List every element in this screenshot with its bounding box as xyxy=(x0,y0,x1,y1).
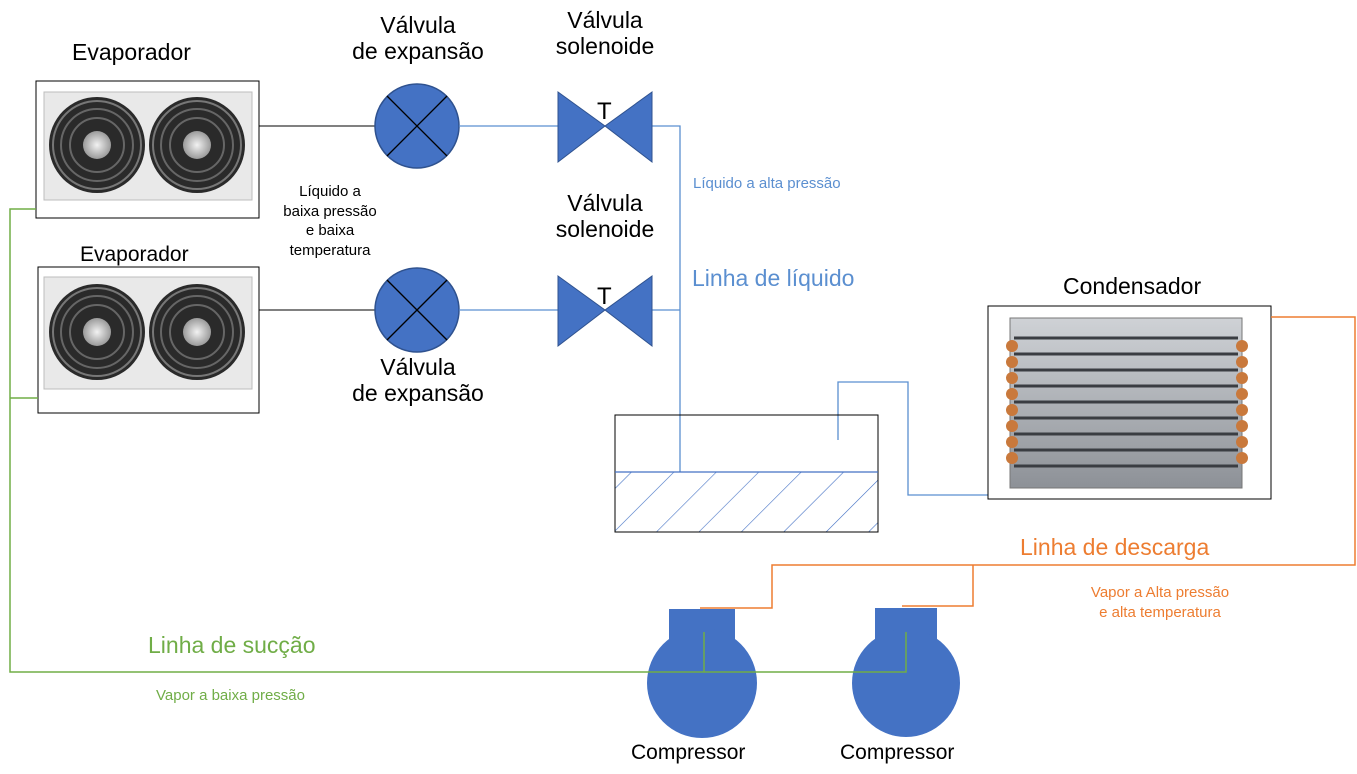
low-pressure-vapor-label: Vapor a baixa pressão xyxy=(156,687,305,704)
low-pressure-liquid-label: Líquido a baixa pressão e baixa temperat… xyxy=(270,182,390,260)
high-pressure-vapor-label: Vapor a Alta pressão e alta temperatura xyxy=(1065,583,1255,622)
expansion-valve-top xyxy=(374,83,460,169)
liquid-receiver xyxy=(614,414,879,533)
expansion-valve-top-line2: de expansão xyxy=(352,38,484,65)
compressor-1-label: Compressor xyxy=(631,741,746,764)
expansion-valve-bottom xyxy=(374,267,460,353)
solenoid-symbol-bottom: T xyxy=(597,283,612,310)
solenoid-valve-top xyxy=(557,91,653,164)
low-pressure-liquid-line1: Líquido a xyxy=(299,183,361,200)
high-pressure-vapor-line2: e alta temperatura xyxy=(1099,603,1221,621)
solenoid-valve-bottom-line1: Válvula xyxy=(567,190,643,216)
suction-line xyxy=(9,208,907,673)
condenser xyxy=(987,305,1272,500)
high-pressure-vapor-line1: Vapor a Alta pressão xyxy=(1090,584,1230,601)
high-pressure-liquid-label: Líquido a alta pressão xyxy=(693,175,841,192)
expansion-valve-top-label: Válvula de expansão xyxy=(343,12,493,65)
suction-line-label: Linha de sucção xyxy=(148,632,316,658)
condenser-label: Condensador xyxy=(1063,273,1202,299)
fan-icon xyxy=(49,97,145,193)
expansion-valve-bottom-label: Válvula de expansão xyxy=(343,354,493,407)
fan-icon xyxy=(149,284,245,380)
fan-icon xyxy=(149,97,245,193)
compressor-2-label: Compressor xyxy=(840,741,955,764)
low-pressure-liquid-line3: e baixa xyxy=(305,222,355,239)
expansion-valve-bottom-line2: de expansão xyxy=(352,380,484,407)
evaporator-top xyxy=(35,80,260,219)
compressor-1 xyxy=(647,609,757,738)
evaporator-top-label: Evaporador xyxy=(72,39,191,65)
solenoid-valve-bottom xyxy=(557,275,653,348)
evaporator-bottom-label: Evaporador xyxy=(80,243,189,266)
expansion-valve-bottom-line1: Válvula xyxy=(380,354,456,380)
solenoid-symbol-top: T xyxy=(597,98,612,125)
discharge-line xyxy=(700,316,1356,609)
liquid-line-label: Linha de líquido xyxy=(692,265,855,291)
expansion-valve-top-line1: Válvula xyxy=(380,12,456,38)
low-pressure-liquid-line4: temperatura xyxy=(289,241,371,259)
solenoid-valve-bottom-label: Válvula solenoide xyxy=(540,190,670,243)
solenoid-valve-top-line1: Válvula xyxy=(567,7,643,33)
solenoid-valve-top-line2: solenoide xyxy=(555,33,655,60)
fan-icon xyxy=(49,284,145,380)
low-pressure-liquid-line2: baixa pressão xyxy=(283,202,377,220)
discharge-line-label: Linha de descarga xyxy=(1020,534,1210,560)
liquid-line xyxy=(459,125,988,496)
solenoid-valve-top-label: Válvula solenoide xyxy=(540,7,670,60)
solenoid-valve-bottom-line2: solenoide xyxy=(555,216,655,243)
evaporator-bottom xyxy=(37,266,260,414)
